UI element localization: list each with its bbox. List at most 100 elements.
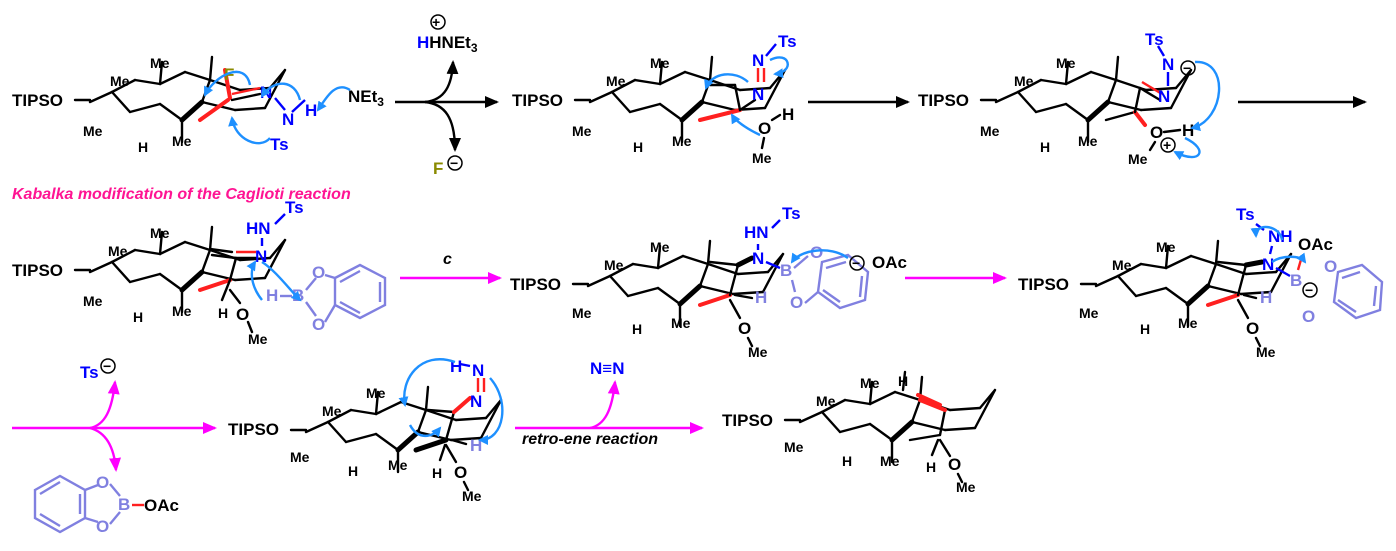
nitrogen-label: N: [1262, 255, 1274, 274]
me-label: Me: [1014, 73, 1034, 89]
me-label: Me: [172, 133, 192, 149]
nitrogen-label: N: [752, 51, 764, 70]
me-label: Me: [572, 123, 592, 139]
oxygen-label: O: [790, 293, 803, 312]
oxygen-label: O: [236, 305, 249, 324]
h-label: H: [632, 321, 642, 337]
me-label: Me: [650, 239, 670, 255]
oxygen-label: O: [312, 263, 325, 282]
structure-5: TIPSO Me Me Me H Me N HN Ts H B O O O Me…: [510, 204, 907, 360]
acetate-label: OAc: [144, 496, 179, 515]
me-label: Me: [150, 225, 170, 241]
nitrogen-label: N: [1162, 55, 1174, 74]
me-label: Me: [650, 55, 670, 71]
me-label: Me: [322, 403, 342, 419]
me-label: Me: [110, 73, 130, 89]
h-label: H: [1040, 139, 1050, 155]
nitrogen-label: N: [255, 247, 267, 266]
retro-ene-label: retro-ene reaction: [522, 431, 658, 448]
hydrogen-label: H: [755, 288, 767, 307]
h-label: H: [1182, 121, 1194, 140]
me-label: Me: [83, 123, 103, 139]
triethylammonium-label: HHNEt3: [417, 33, 478, 55]
plus-charge: +: [432, 14, 440, 30]
me-label: Me: [672, 133, 692, 149]
tipso-label-1: TIPSO: [12, 91, 63, 110]
minus-charge: −: [1183, 60, 1191, 76]
reaction-arrow-1: HHNEt3 + F −: [395, 14, 499, 178]
minus-charge: −: [103, 358, 111, 374]
oxygen-label: O: [738, 319, 751, 338]
structure-6: TIPSO Me Me Me H Me N NH Ts H B OAc − O …: [1018, 205, 1384, 360]
tosyl-label: Ts: [1145, 30, 1164, 49]
h-label: H: [898, 373, 908, 389]
me-label: Me: [150, 55, 170, 71]
hydrazide-label: HN: [246, 219, 271, 238]
dinitrogen-label: N≡N: [590, 359, 624, 378]
structure-8: TIPSO Me Me Me H Me H H O Me: [722, 370, 995, 495]
h-label: H: [432, 465, 442, 481]
me-label: Me: [248, 331, 268, 347]
oxygen-label: O: [1302, 307, 1315, 326]
tosyl-label: Ts: [1236, 205, 1255, 224]
structure-1: TIPSO Me Me Me H Me F N N Ts H NEt3: [12, 55, 384, 155]
me-label: Me: [1178, 315, 1198, 331]
oxygen-label: O: [1150, 123, 1163, 142]
oxygen-label: O: [96, 473, 109, 492]
reaction-arrow-5: Ts −: [12, 358, 217, 472]
tosyl-label: Ts: [782, 204, 801, 223]
tosyl-label: Ts: [778, 32, 797, 51]
acetate-label: OAc: [872, 253, 907, 272]
hydrazide-label: HN: [744, 223, 769, 242]
oxygen-label: O: [1324, 257, 1337, 276]
tipso-label-6: TIPSO: [1018, 275, 1069, 294]
structure-4: TIPSO Me Me Me H Me N HN Ts H O Me H B O…: [12, 198, 387, 347]
fluoride-label: F: [433, 159, 443, 178]
hydrogen-label: H: [1260, 288, 1272, 307]
structure-3: TIPSO Me Me Me H Me N N − Ts O H + Me: [918, 30, 1221, 167]
condition-c: c: [443, 251, 452, 268]
nitrogen-label: N: [282, 110, 294, 129]
oxygen-label: O: [758, 119, 771, 138]
me-label: Me: [290, 449, 310, 465]
hydrogen-label: H: [305, 101, 317, 120]
minus-charge: −: [1305, 282, 1313, 298]
structure-2: TIPSO Me Me Me H Me N N Ts O H Me: [512, 32, 797, 166]
me-label: Me: [860, 375, 880, 391]
nitrogen-label: N: [470, 392, 482, 411]
oxygen-label: O: [810, 243, 823, 262]
me-label: Me: [752, 150, 772, 166]
me-label: Me: [1112, 257, 1132, 273]
boron-label: B: [292, 286, 304, 305]
me-label: Me: [1056, 55, 1076, 71]
me-label: Me: [748, 344, 768, 360]
me-label: Me: [880, 453, 900, 469]
me-label: Me: [1256, 344, 1276, 360]
title-kabalka: Kabalka modification of the Caglioti rea…: [12, 186, 351, 203]
me-label: Me: [604, 257, 624, 273]
me-label: Me: [83, 293, 103, 309]
boron-label: B: [780, 261, 792, 280]
me-label: Me: [366, 385, 386, 401]
boron-label: B: [118, 495, 130, 514]
me-label: Me: [1128, 151, 1148, 167]
reaction-arrow-c: c: [400, 251, 502, 284]
minus-charge: −: [450, 155, 458, 171]
h-label: H: [842, 453, 852, 469]
me-label: Me: [1156, 239, 1176, 255]
reaction-arrow-retro-ene: N≡N retro-ene reaction: [515, 359, 704, 448]
h-label: H: [782, 105, 794, 124]
me-label: Me: [606, 73, 626, 89]
tipso-label-4: TIPSO: [12, 261, 63, 280]
me-label: Me: [1078, 133, 1098, 149]
hydride-label: H: [266, 286, 278, 305]
tosyl-label: Ts: [285, 198, 304, 217]
me-label: Me: [784, 439, 804, 455]
nitrogen-label: N: [472, 361, 484, 380]
structure-7: TIPSO Me Me Me H Me N N H H H O Me: [228, 357, 504, 504]
oxygen-label: O: [454, 463, 467, 482]
h-label: H: [633, 139, 643, 155]
tipso-label-2: TIPSO: [512, 91, 563, 110]
me-label: Me: [671, 315, 691, 331]
h-label: H: [218, 305, 228, 321]
